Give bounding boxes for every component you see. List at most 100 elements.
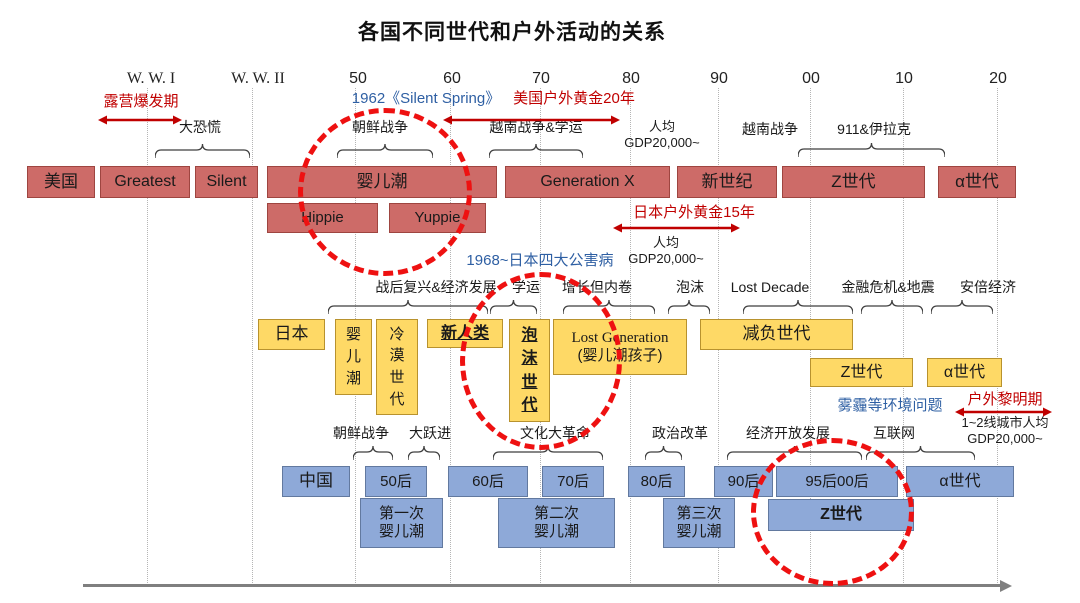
brace-political-reform <box>644 445 683 466</box>
annotation-camping-boom: 露营爆发期 <box>103 93 179 110</box>
annotation-crisis-earthquake: 金融危机&地震 <box>841 279 935 295</box>
axis-label-WWI: W. W. I <box>126 70 176 87</box>
gridline-0 <box>147 88 148 583</box>
axis-label-80: 80 <box>622 70 640 87</box>
box-us-genx: Generation X <box>505 166 670 198</box>
box-cn-genalpha: α世代 <box>906 466 1014 497</box>
box-cn-boom3: 第三次婴儿潮 <box>663 498 735 548</box>
arrow-camping-boom <box>98 113 182 131</box>
annotation-great-depression: 大恐慌 <box>179 119 221 135</box>
annotation-us-golden-20y: 美国户外黄金20年 <box>513 90 635 107</box>
page-title: 各国不同世代和户外活动的关系 <box>358 21 666 44</box>
axis-label-60: 60 <box>443 70 461 87</box>
box-char: 代 <box>389 390 405 408</box>
brace-crisis <box>860 299 924 320</box>
gridline-9 <box>997 88 998 583</box>
axis-label-00: 00 <box>802 70 820 87</box>
annotation-line: GDP20,000~ <box>628 250 704 266</box>
annotation-vietnam-war-protest: 越南战争&学运 <box>489 119 583 135</box>
axis-label-10: 10 <box>895 70 913 87</box>
annotation-economic-opening: 经济开放发展 <box>746 425 830 441</box>
arrow-jp-golden-15y <box>613 221 740 239</box>
box-jp-babyboom: 婴儿潮 <box>335 319 372 395</box>
box-us-greatest: Greatest <box>100 166 190 198</box>
annotation-korean-war-cn: 朝鲜战争 <box>333 425 389 441</box>
box-char: 婴 <box>345 326 361 344</box>
brace-great-leap <box>407 445 441 466</box>
box-jp-genz: Z世代 <box>810 358 913 387</box>
annotation-political-reform: 政治改革 <box>652 425 708 441</box>
box-us-silent: Silent <box>195 166 258 198</box>
arrow-us-golden-20y <box>443 113 620 131</box>
brace-korean-war-cn <box>352 445 394 466</box>
circle-cn-genz <box>751 438 914 586</box>
circle-jp-bubble <box>460 272 622 450</box>
box-char: 潮 <box>345 369 361 387</box>
timeline-axis <box>83 584 1002 587</box>
box-char: 儿 <box>345 348 361 366</box>
box-cn-60s: 60后 <box>448 466 528 497</box>
annotation-silent-spring-1962: 1962《Silent Spring》 <box>351 90 501 107</box>
box-us-label: 美国 <box>27 166 95 198</box>
annotation-bubble: 泡沫 <box>676 279 704 295</box>
box-char: 冷 <box>389 325 405 343</box>
annotation-line: GDP20,000~ <box>967 430 1043 446</box>
annotation-abenomics: 安倍经济 <box>960 279 1016 295</box>
circle-us-babyboom <box>298 108 472 276</box>
annotation-lost-decade: Lost Decade <box>730 279 810 295</box>
axis-label-WWII: W. W. II <box>231 70 285 87</box>
box-char: 漠 <box>389 347 405 365</box>
annotation-smog-issues: 雾霾等环境问题 <box>837 397 943 414</box>
annotation-911-iraq: 911&伊拉克 <box>837 121 911 137</box>
timeline-axis-arrowhead <box>1000 579 1012 592</box>
box-cn-label: 中国 <box>282 466 350 497</box>
axis-label-90: 90 <box>710 70 728 87</box>
brace-vietnam-protest <box>488 143 584 164</box>
gridline-1 <box>252 88 253 583</box>
annotation-great-leap: 大跃进 <box>409 425 451 441</box>
box-cn-70s: 70后 <box>542 466 604 497</box>
box-cn-80s: 80后 <box>628 466 685 497</box>
annotation-line: 人均 <box>648 119 675 134</box>
annotation-line: 1~2线城市人均 <box>961 415 1049 430</box>
annotation-pollution-1968: 1968~日本四大公害病 <box>466 252 614 269</box>
brace-abenomics <box>930 299 994 320</box>
box-line: 第一次 <box>378 505 424 522</box>
box-line: 婴儿潮 <box>378 523 424 540</box>
brace-lost-decade <box>742 299 854 320</box>
box-char: 世 <box>389 369 405 386</box>
axis-label-50: 50 <box>349 70 367 87</box>
box-jp-yutori: 减负世代 <box>700 319 853 350</box>
annotation-vietnam-war-2: 越南战争 <box>742 121 798 137</box>
box-line: 第三次 <box>676 505 722 522</box>
box-cn-boom2: 第二次婴儿潮 <box>498 498 615 548</box>
box-us-genalpha: α世代 <box>938 166 1016 198</box>
arrow-outdoor-dawn <box>955 405 1052 423</box>
annotation-line: 人均 <box>652 235 679 250</box>
box-line: 第二次 <box>533 505 579 522</box>
annotation-internet: 互联网 <box>873 425 915 441</box>
brace-911-iraq <box>797 142 946 163</box>
box-jp-genalpha: α世代 <box>927 358 1002 387</box>
brace-postwar-growth <box>327 299 489 320</box>
annotation-postwar-growth: 战后复兴&经济发展 <box>375 279 497 295</box>
brace-bubble <box>667 299 711 320</box>
axis-label-70: 70 <box>532 70 550 87</box>
annotation-jp-golden-15y: 日本户外黄金15年 <box>633 204 755 221</box>
box-cn-50s: 50后 <box>365 466 427 497</box>
gridline-8 <box>903 88 904 583</box>
box-line: 婴儿潮 <box>533 523 579 540</box>
brace-great-depression <box>154 143 251 164</box>
box-us-newcentury: 新世纪 <box>677 166 777 198</box>
box-line: 婴儿潮 <box>676 523 722 540</box>
box-jp-label: 日本 <box>258 319 325 350</box>
box-cn-boom1: 第一次婴儿潮 <box>360 498 443 548</box>
annotation-line: GDP20,000~ <box>624 134 700 150</box>
box-jp-apathy: 冷漠世代 <box>376 319 418 415</box>
box-us-genz: Z世代 <box>782 166 925 198</box>
annotation-outdoor-dawn: 户外黎明期 <box>967 391 1043 408</box>
